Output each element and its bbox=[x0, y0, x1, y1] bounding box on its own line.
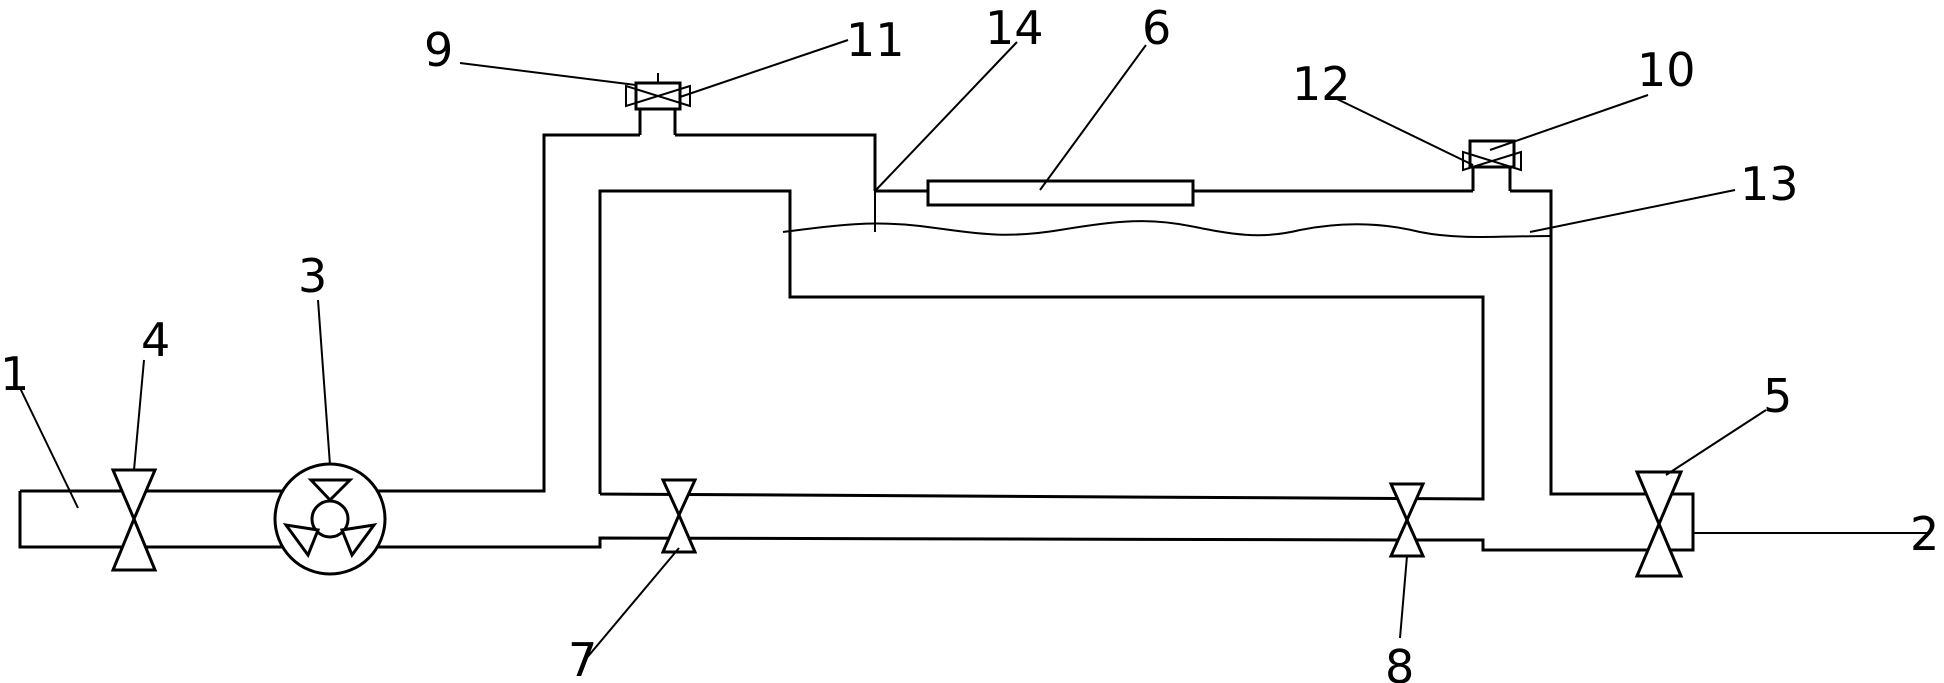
valve-5 bbox=[1634, 470, 1684, 578]
leader-6 bbox=[1039, 44, 1147, 191]
leader-8 bbox=[1399, 555, 1408, 639]
leader-5 bbox=[1665, 409, 1767, 476]
label-3: 3 bbox=[298, 249, 327, 303]
leader-4 bbox=[133, 359, 145, 471]
valve-icon bbox=[110, 468, 158, 523]
valve-8 bbox=[1388, 482, 1426, 558]
valve-icon bbox=[1634, 470, 1684, 528]
pump-hub bbox=[310, 499, 350, 539]
valve-icon-lower bbox=[1388, 516, 1426, 558]
leader-13 bbox=[1529, 189, 1736, 233]
leader-lines bbox=[19, 39, 1906, 661]
label-4: 4 bbox=[141, 313, 170, 367]
lower-bottom-run bbox=[540, 536, 1413, 549]
valve-icon-lower bbox=[110, 515, 158, 572]
outlet-bottom bbox=[1412, 538, 1487, 552]
valve-icon-lower bbox=[660, 511, 698, 554]
valve-4 bbox=[110, 468, 158, 572]
vent-valve-right bbox=[1462, 139, 1522, 172]
pump-blade-top bbox=[307, 478, 354, 503]
inner-loop bbox=[598, 189, 1485, 501]
valve-icon bbox=[625, 84, 691, 108]
pump-blade-left bbox=[282, 522, 321, 559]
liquid-level-wave bbox=[782, 220, 1552, 238]
leader-9 bbox=[459, 62, 637, 86]
label-2: 2 bbox=[1910, 507, 1939, 561]
sight-glass bbox=[926, 179, 1195, 207]
valve-icon-lower bbox=[1634, 520, 1684, 578]
leader-7 bbox=[584, 547, 680, 661]
valve-icon bbox=[1388, 482, 1426, 524]
valve-7 bbox=[660, 478, 698, 554]
pump-blade-right bbox=[339, 522, 378, 559]
label-7: 7 bbox=[568, 633, 597, 683]
inlet-pipe-top bbox=[20, 133, 640, 493]
leader-12 bbox=[1334, 97, 1474, 166]
leader-11 bbox=[679, 39, 849, 98]
label-1: 1 bbox=[0, 347, 29, 401]
leader-14 bbox=[874, 41, 1018, 192]
label-10: 10 bbox=[1637, 43, 1696, 97]
label-11: 11 bbox=[846, 13, 905, 67]
label-6: 6 bbox=[1142, 1, 1171, 55]
pump-3 bbox=[273, 462, 387, 576]
label-5: 5 bbox=[1763, 369, 1792, 423]
label-9: 9 bbox=[424, 23, 453, 77]
label-13: 13 bbox=[1740, 157, 1799, 211]
label-12: 12 bbox=[1292, 57, 1351, 111]
upper-left-channel bbox=[675, 133, 877, 191]
label-14: 14 bbox=[985, 1, 1044, 55]
leader-1 bbox=[19, 387, 79, 509]
valve-icon bbox=[660, 478, 698, 519]
leader-10 bbox=[1489, 94, 1649, 151]
leader-3 bbox=[317, 299, 331, 466]
label-8: 8 bbox=[1385, 640, 1414, 683]
vent-valve-left bbox=[625, 73, 691, 111]
